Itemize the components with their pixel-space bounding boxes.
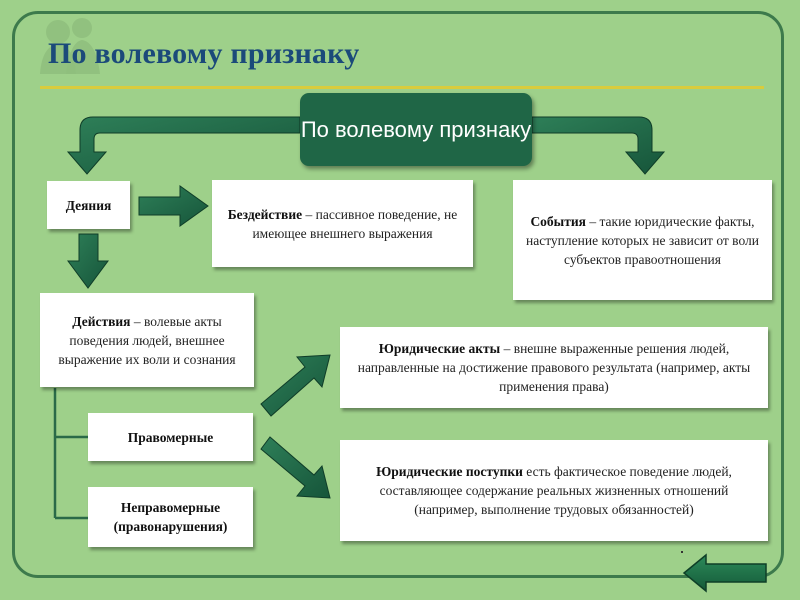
box-sobytiya: События – такие юридические факты, насту… [513, 180, 772, 300]
box-nepravomernye-label: Неправомерные (правонарушения) [113, 500, 228, 534]
title-underline [40, 86, 764, 89]
arrow-center-to-sobytiya [531, 116, 666, 175]
box-deyaniya: Деяния [47, 181, 130, 229]
box-yur-postupki: Юридические поступки есть фактическое по… [340, 440, 768, 541]
box-bezdeystvie-text: Бездействие – пассивное поведение, не им… [220, 205, 465, 243]
box-yur-akty-text: Юридические акты – внешне выраженные реш… [348, 339, 760, 396]
box-yur-postupki-text: Юридические поступки есть фактическое по… [348, 462, 760, 519]
box-deyaniya-label: Деяния [65, 197, 112, 213]
back-arrow-icon[interactable] [682, 553, 768, 593]
arrow-to-yur-postupki [260, 436, 331, 499]
yur-akty-term: Юридические акты [378, 341, 501, 356]
bracket-connector [53, 388, 88, 520]
box-nepravomernye: Неправомерные (правонарушения) [88, 487, 253, 547]
center-box-volevoy-priznak: По волевому признаку [300, 93, 532, 166]
sobytiya-term: События [530, 213, 586, 229]
yur-postupki-definition: есть фактическое поведение людей, состав… [379, 464, 732, 517]
box-deystviya: Действия – волевые акты поведения людей,… [40, 293, 254, 387]
marker-dot [681, 551, 683, 553]
people-silhouette-decoration [40, 18, 100, 74]
arrow-to-yur-akty [260, 354, 331, 417]
box-yur-akty: Юридические акты – внешне выраженные реш… [340, 327, 768, 408]
arrow-deyaniya-to-bezdeystvie [138, 185, 209, 227]
box-bezdeystvie: Бездействие – пассивное поведение, не им… [212, 180, 473, 267]
box-deystviya-text: Действия – волевые акты поведения людей,… [48, 312, 246, 369]
box-sobytiya-text: События – такие юридические факты, насту… [521, 212, 764, 269]
bezdeystvie-term: Бездействие [227, 206, 303, 222]
yur-akty-definition: – внешне выраженные решения людей, напра… [357, 341, 751, 394]
box-pravomernye-label: Правомерные [127, 429, 214, 445]
slide-title: По волевому признаку [48, 37, 360, 70]
deystviya-definition: – волевые акты поведения людей, внешнее … [58, 313, 236, 367]
arrow-deyaniya-to-deystviya [67, 233, 109, 289]
box-pravomernye: Правомерные [88, 413, 253, 461]
slide-frame [12, 11, 784, 578]
bezdeystvie-definition: – пассивное поведение, не имеющее внешне… [252, 206, 458, 241]
deystviya-term: Действия [72, 313, 131, 329]
sobytiya-definition: – такие юридические факты, наступление к… [526, 213, 759, 267]
arrow-center-to-deyaniya [66, 116, 301, 175]
yur-postupki-term: Юридические поступки [376, 464, 523, 479]
